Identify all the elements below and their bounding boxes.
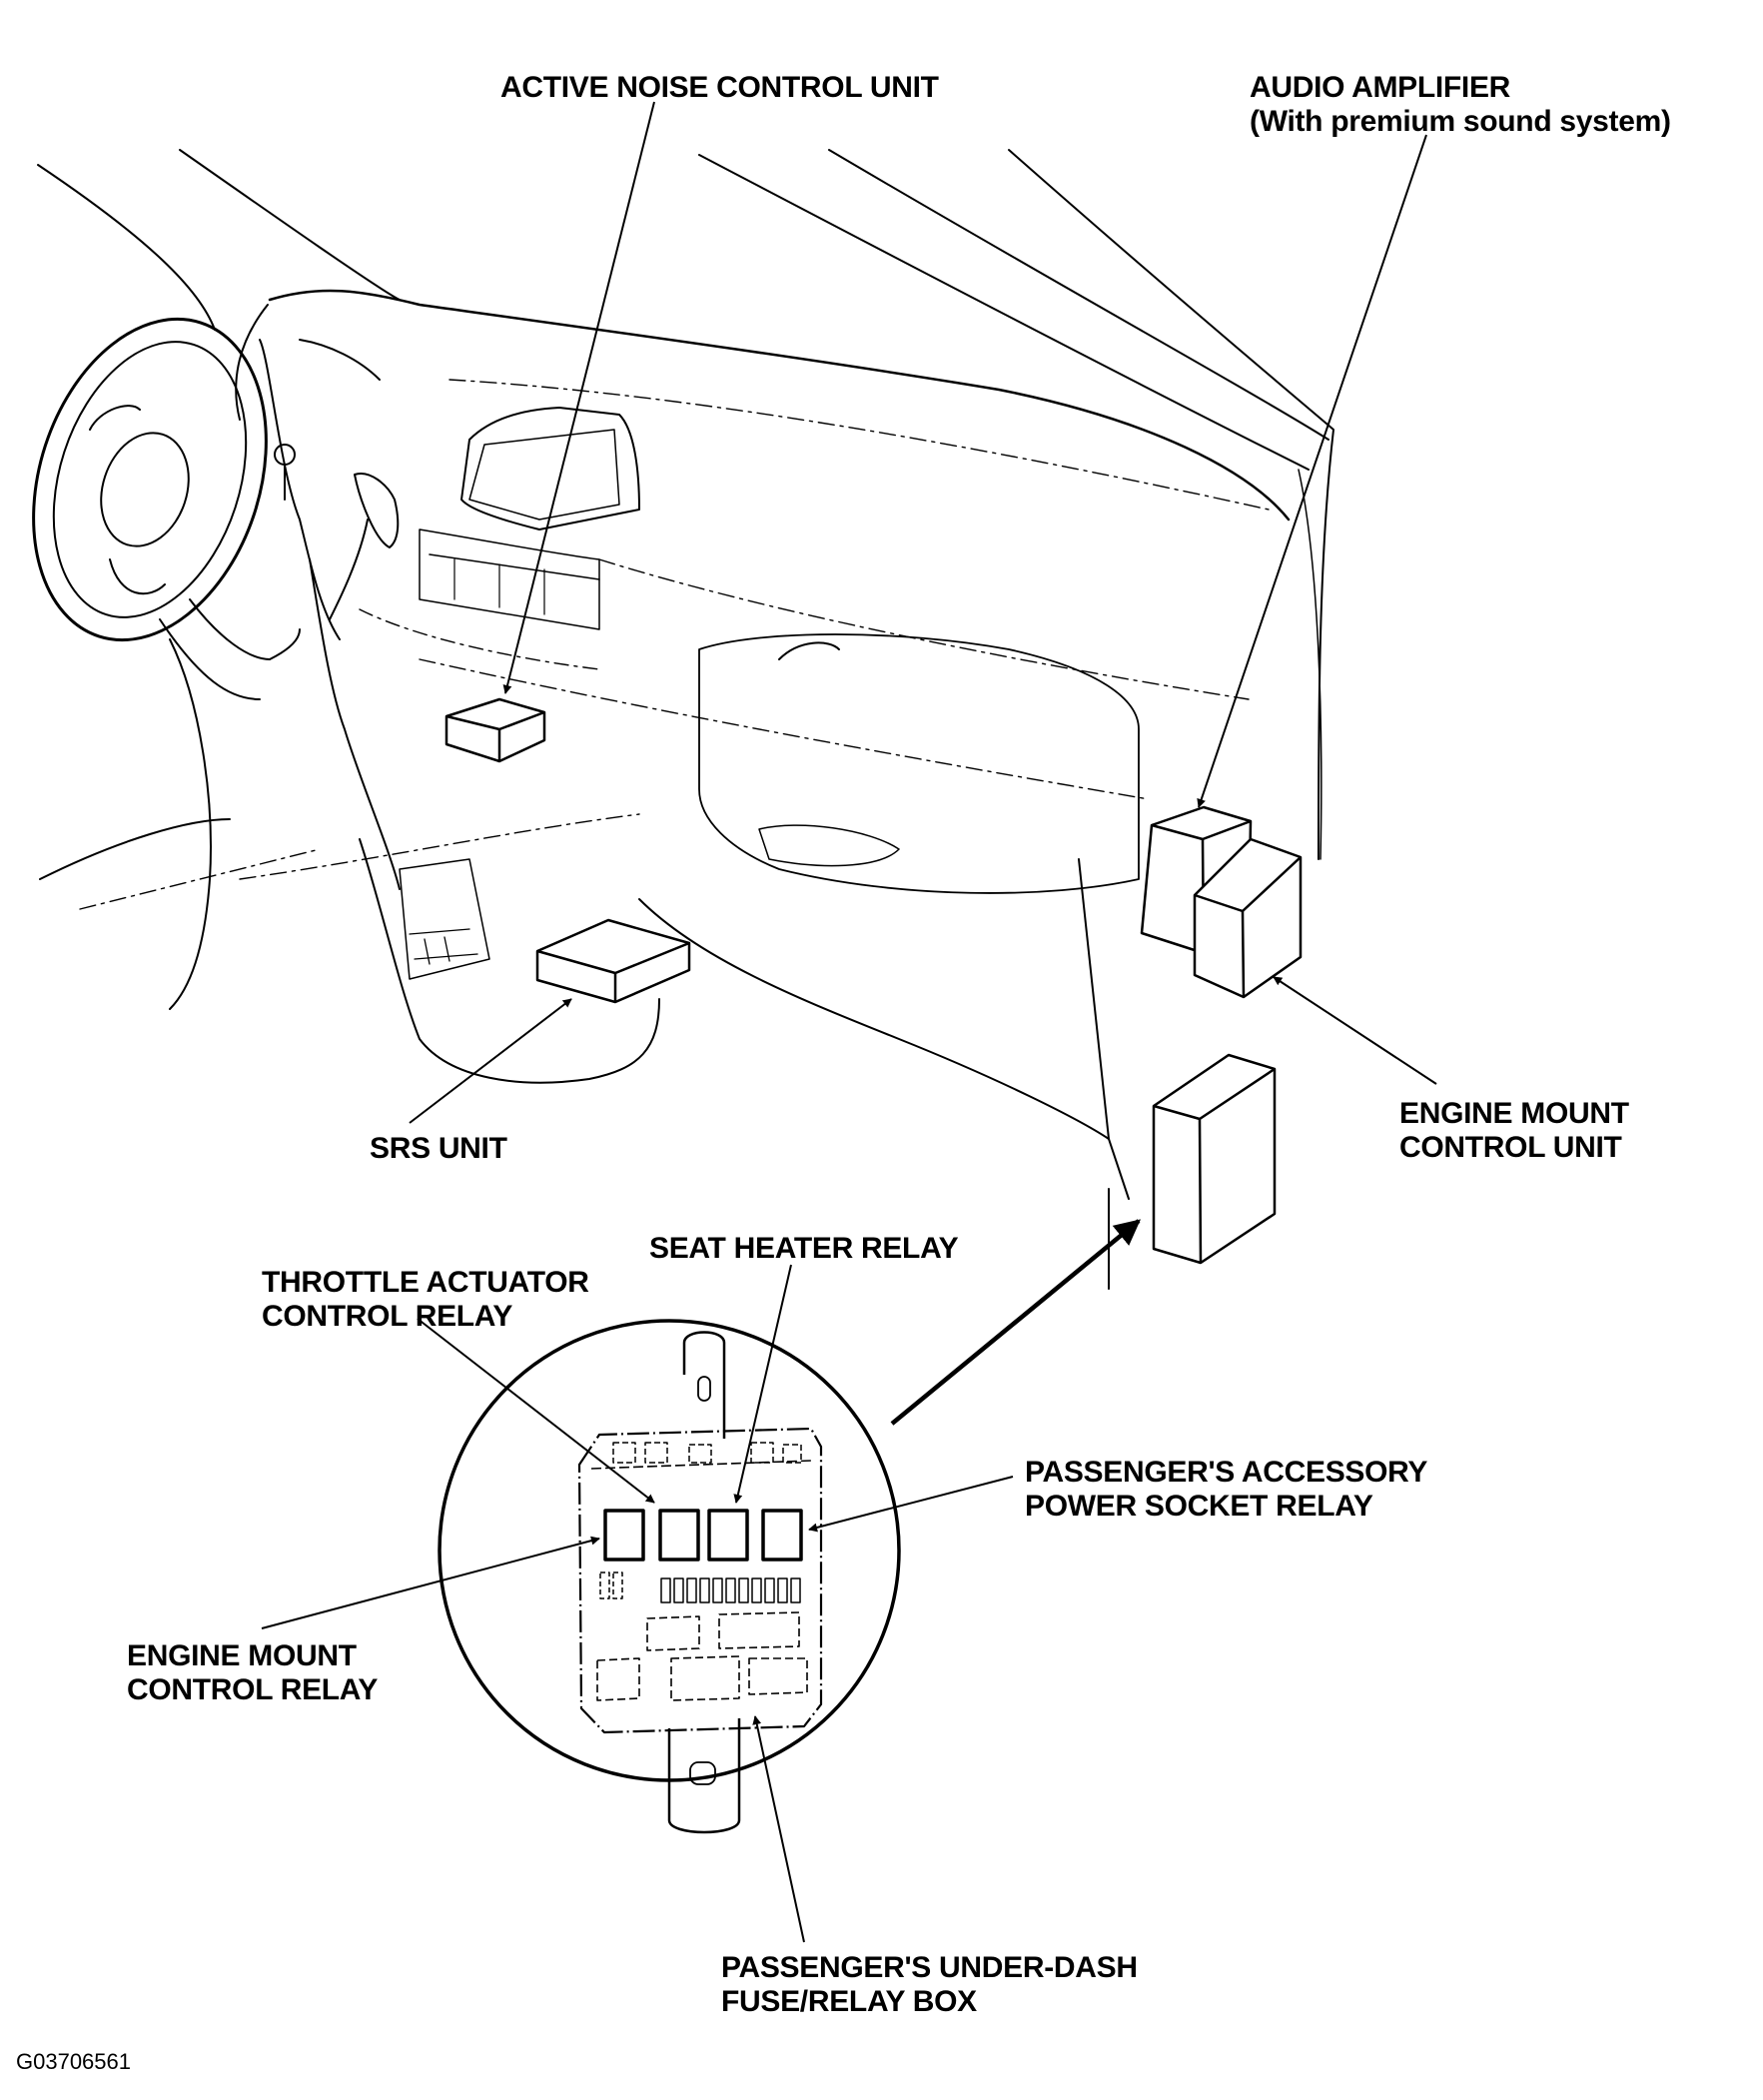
engine-mount-control-unit-box	[1193, 837, 1303, 999]
label-seat-heater-relay: SEAT HEATER RELAY	[649, 1232, 959, 1265]
figure-code: G03706561	[16, 2049, 131, 2074]
fuse-relay-box-detail	[577, 1331, 823, 1834]
label-throttle-actuator-control-relay: THROTTLE ACTUATOR CONTROL RELAY	[262, 1266, 589, 1333]
label-audio-amplifier: AUDIO AMPLIFIER (With premium sound syst…	[1250, 71, 1671, 138]
detail-to-location-arrow	[890, 1219, 1142, 1426]
label-passengers-accessory-power-socket-relay: PASSENGER'S ACCESSORY POWER SOCKET RELAY	[1025, 1456, 1428, 1523]
leader-lines	[261, 101, 1437, 1943]
under-dash-fuse-box-mounted	[1152, 1053, 1277, 1265]
label-engine-mount-control-unit: ENGINE MOUNT CONTROL UNIT	[1399, 1097, 1629, 1164]
label-engine-mount-control-relay: ENGINE MOUNT CONTROL RELAY	[127, 1639, 379, 1706]
active-noise-control-unit-box	[444, 697, 546, 763]
srs-unit-box	[535, 918, 691, 1004]
dashboard-line-art	[32, 149, 1334, 1290]
label-passengers-under-dash-fuse-relay-box: PASSENGER'S UNDER-DASH FUSE/RELAY BOX	[721, 1951, 1138, 2018]
label-active-noise-control-unit: ACTIVE NOISE CONTROL UNIT	[500, 71, 939, 104]
label-srs-unit: SRS UNIT	[370, 1132, 507, 1165]
